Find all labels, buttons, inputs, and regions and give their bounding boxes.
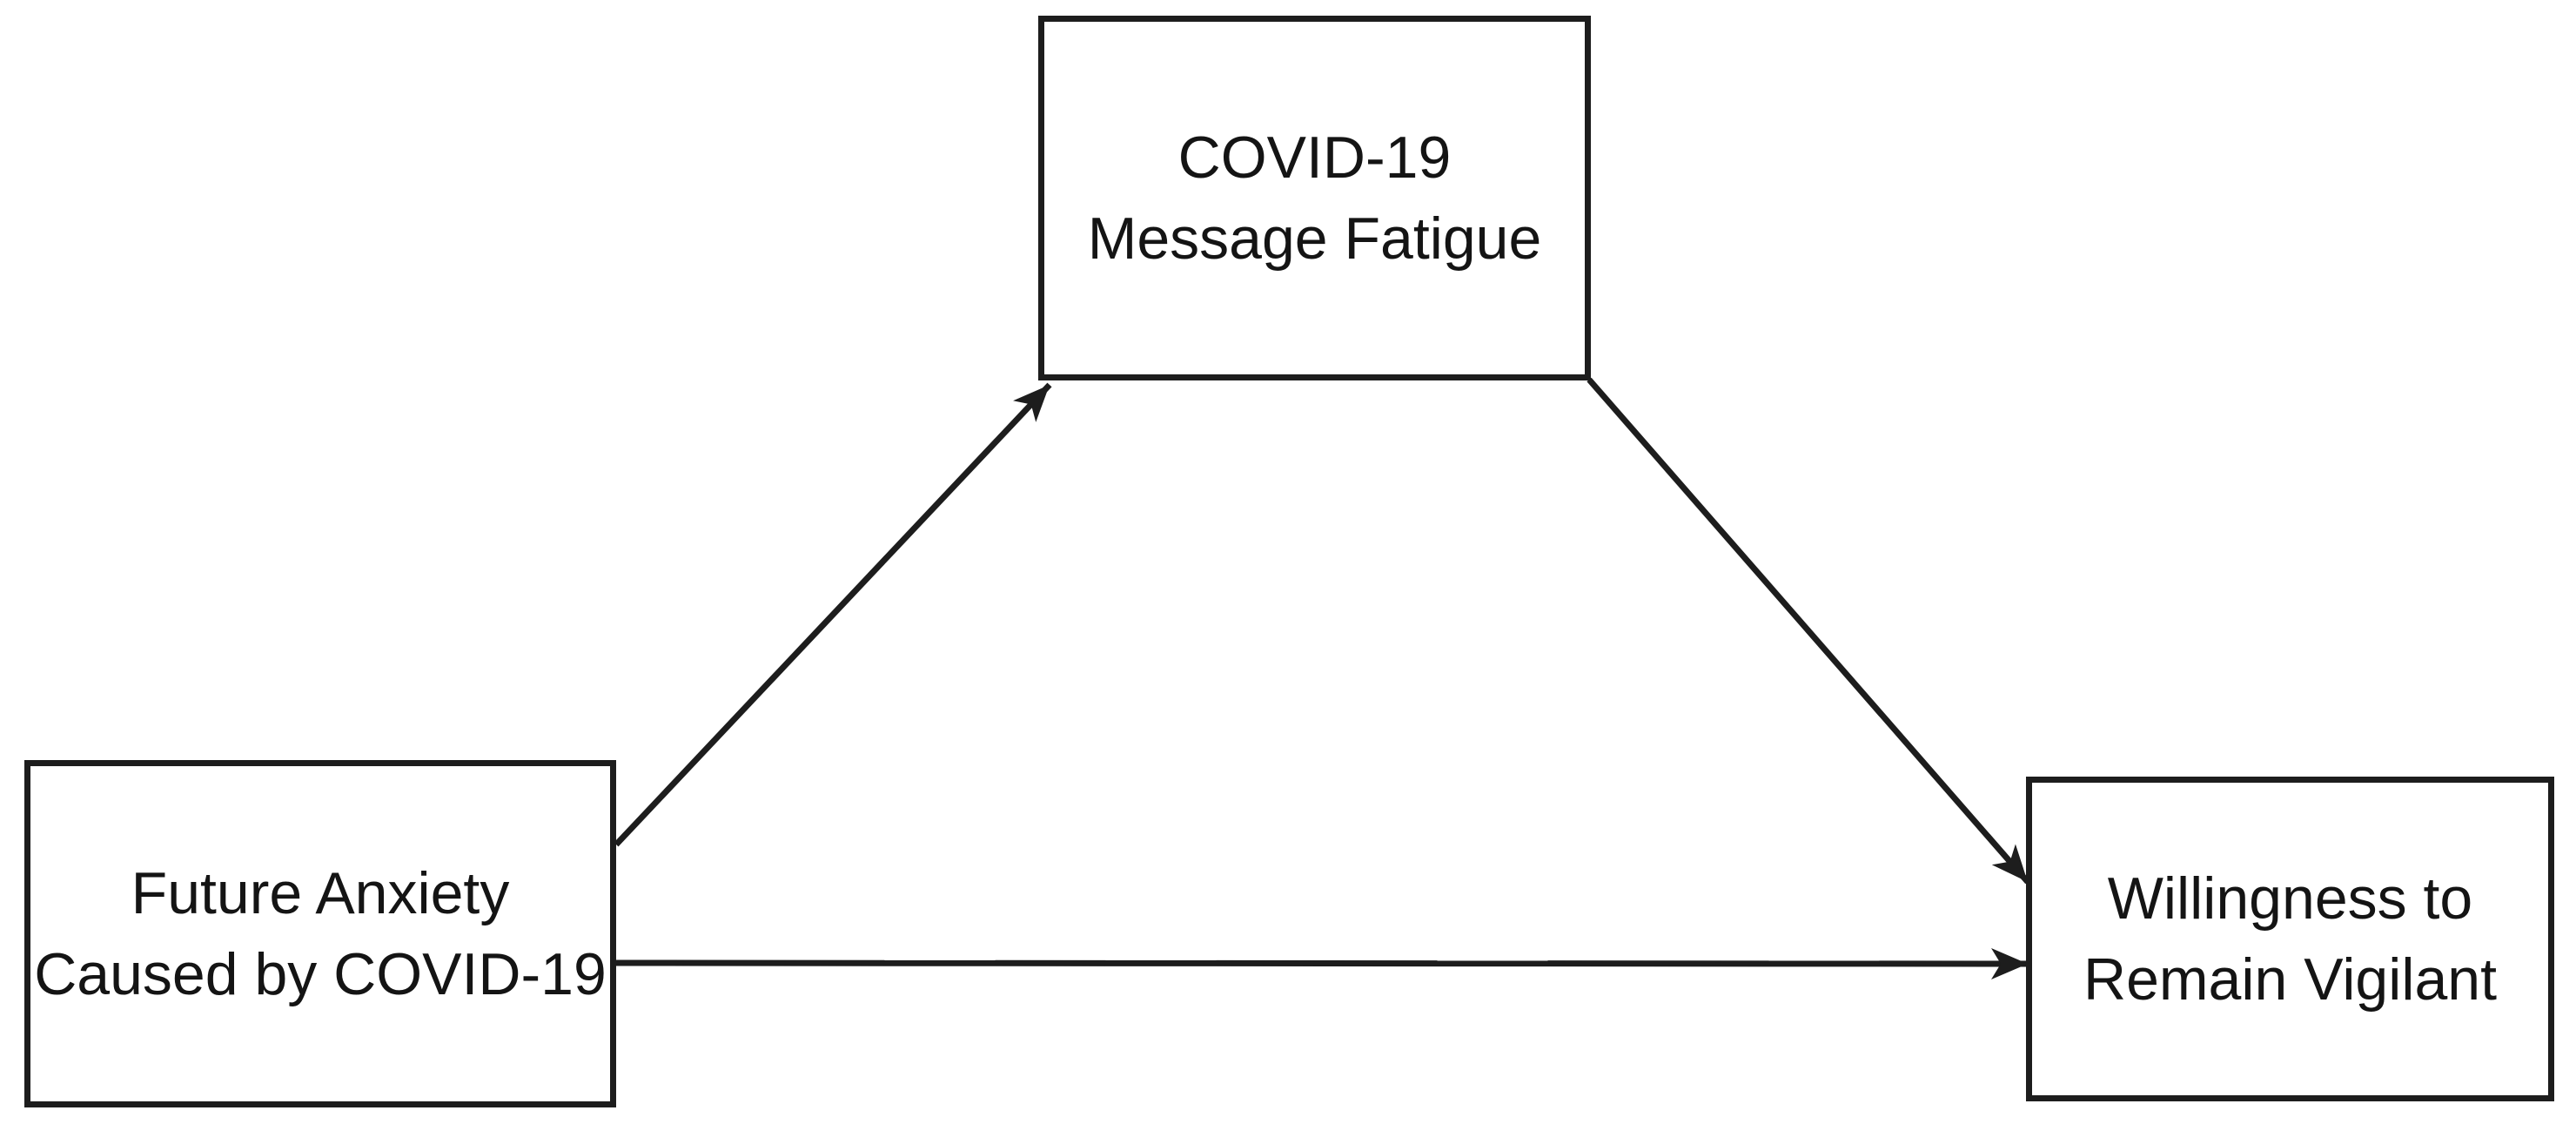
arrow-fatigue-to-vigilant [1587,377,2030,885]
node-covid-message-fatigue: COVID-19 Message Fatigue [1038,16,1591,380]
node-label-line: Caused by COVID-19 [34,940,607,1007]
node-willingness-vigilant: Willingness to Remain Vigilant [2026,777,2554,1101]
node-label-line: Message Fatigue [1087,205,1542,272]
node-label-line: Remain Vigilant [2083,946,2497,1013]
node-label-line: Future Anxiety [131,859,510,926]
arrow-anxiety-to-fatigue [614,382,1052,847]
node-label-line: COVID-19 [1177,124,1452,191]
node-label-line: Willingness to [2107,865,2473,932]
arrow-anxiety-to-vigilant [615,947,2029,979]
node-future-anxiety: Future Anxiety Caused by COVID-19 [24,760,616,1107]
